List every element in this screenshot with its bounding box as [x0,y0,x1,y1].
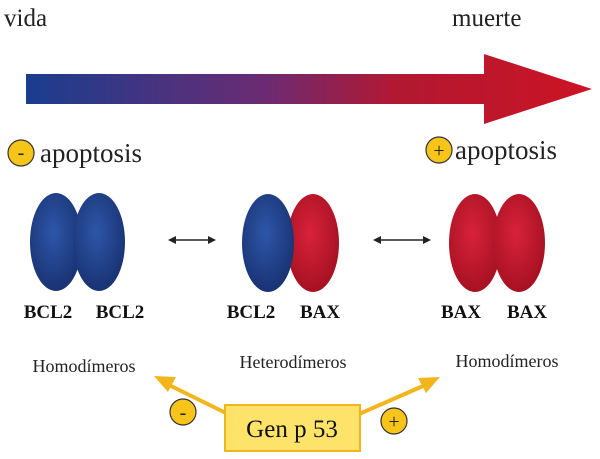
bax-protein-shape [493,194,545,292]
arrowhead-right [418,377,440,393]
protein-label: BCL2 [96,302,145,323]
plus-badge-icon [380,407,408,435]
arrowhead-left [154,376,176,392]
bcl2-protein-shape [30,193,82,291]
gene-box-background [224,404,361,452]
bcl2-protein-shape [242,194,294,292]
minus-badge-icon [169,398,197,426]
equilibrium-arrow-left [168,236,216,244]
minus-sign: - [180,402,187,424]
equilibrium-arrow-right [373,236,431,244]
bax-bax-homodimer [449,194,545,292]
minus-badge-icon [7,139,35,167]
bcl2-bax-heterodimer [242,194,339,292]
decrease-apoptosis-indicator: - apoptosis [7,138,142,168]
plus-sign: + [388,411,399,433]
protein-label: BCL2 [227,302,276,323]
plus-sign: + [433,140,444,162]
bax-protein-shape [287,194,339,292]
gene-inhibits-badge: - [169,398,197,426]
heterodimers-label: Heterodímeros [240,352,347,372]
bcl2-bcl2-homodimer [30,193,125,291]
apoptosis-label-right: apoptosis [455,135,557,165]
protein-label: BAX [441,302,481,323]
gene-promotes-badge: + [380,407,408,435]
homodimers-label-right: Homodímeros [456,351,559,371]
life-death-arrow [26,54,592,124]
bcl2-protein-shape [73,193,125,291]
protein-label: BCL2 [24,302,73,323]
death-label: muerte [452,5,521,32]
plus-badge-icon [425,136,453,164]
life-label: vida [4,5,47,32]
protein-label: BAX [300,302,340,323]
gene-label: Gen p 53 [246,416,338,443]
bax-protein-shape [449,194,501,292]
p53-gene-box: Gen p 53 [224,404,361,452]
increase-apoptosis-indicator: + apoptosis [425,135,557,165]
apoptosis-label-left: apoptosis [40,138,142,168]
protein-label: BAX [507,302,547,323]
homodimers-label-left: Homodímeros [33,356,136,376]
minus-sign: - [18,142,25,164]
